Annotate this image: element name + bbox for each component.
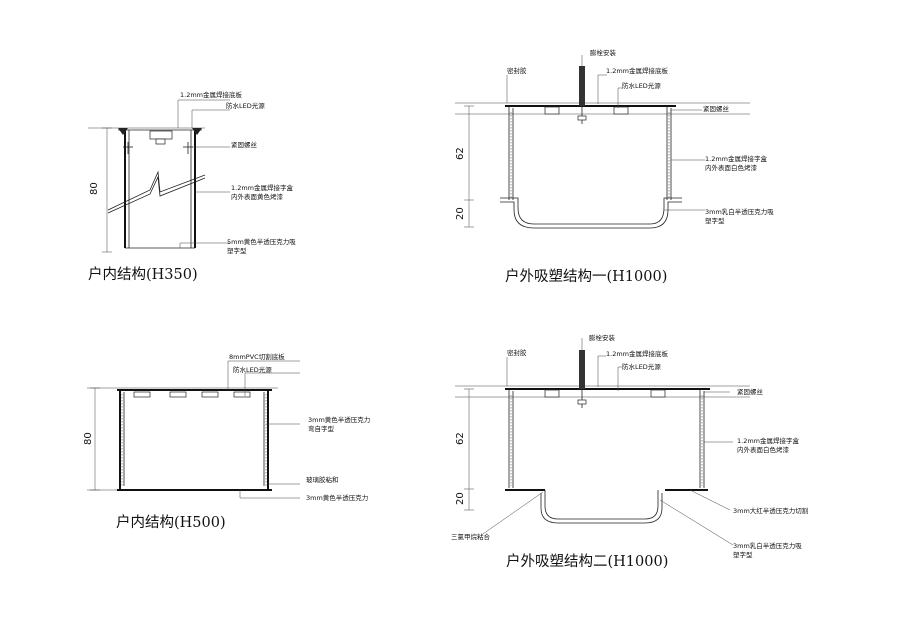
h500-led-module-2 <box>169 391 187 398</box>
h500-title: 户内结构(H500) <box>116 514 226 531</box>
h350-label-box-line2: 内外表面黄色烤漆 <box>231 192 284 201</box>
h1000b-led-2 <box>650 389 666 398</box>
h1000a-led-1 <box>544 106 560 115</box>
h500-label-acrylic-line2: 弯自字型 <box>308 424 335 433</box>
h350-label-led: 防水LED光源 <box>226 101 265 110</box>
h350-label-acrylic-line1: 5mm黄色半透压克力吸 <box>227 237 296 246</box>
h1000a-label-box-line2: 内外表面白色烤漆 <box>705 163 758 172</box>
h350-title: 户内结构(H350) <box>88 266 198 283</box>
h350-label-acrylic-line2: 塑字型 <box>227 246 247 255</box>
h350-label-screw: 紧固螺丝 <box>231 140 258 149</box>
h500-label-led: 防水LED光源 <box>233 365 272 374</box>
h1000b-label-acrylic-line2: 塑字型 <box>733 550 753 559</box>
h1000b-label-glue: 三氯甲烷粘合 <box>451 532 491 541</box>
h1000b-label-seal: 密封胶 <box>507 348 527 357</box>
h1000a-label-base-plate: 1.2mm金属焊接底板 <box>606 66 669 75</box>
h1000b-label-box-line2: 内外表面白色烤漆 <box>737 445 790 454</box>
h1000a-label-screw: 紧固螺丝 <box>703 104 730 113</box>
h1000b-label-red-acrylic: 3mm大红半透压克力切割 <box>733 506 809 515</box>
h500-led-module-4 <box>233 391 251 398</box>
h1000b-bolt <box>579 350 585 389</box>
h500-label-glue: 玻璃胶粘和 <box>306 475 339 484</box>
h1000a-dim-top: 62 <box>455 147 466 160</box>
h1000b-label-screw: 紧固螺丝 <box>737 387 764 396</box>
h1000a-title: 户外吸塑结构一(H1000) <box>505 268 667 285</box>
h1000a-label-acrylic-line1: 3mm乳白半透压克力吸 <box>705 207 774 216</box>
diagram-outdoor-h1000-type1: 62 20 膨栓安装 密封胶 1.2mm金属焊接底板 防水LED光源 紧固螺丝 … <box>455 48 774 285</box>
h1000b-label-acrylic-line1: 3mm乳白半透压克力吸 <box>733 541 802 550</box>
h1000a-label-acrylic-line2: 塑字型 <box>705 216 725 225</box>
h1000a-label-box-line1: 1.2mm金属焊接字盒 <box>705 154 768 163</box>
h1000b-dim-bottom: 20 <box>455 492 466 505</box>
h350-height-dim: 80 <box>89 182 100 195</box>
h1000a-label-bolt: 膨栓安装 <box>590 48 617 57</box>
h1000b-label-bolt: 膨栓安装 <box>589 333 616 342</box>
h1000a-label-seal: 密封胶 <box>507 66 527 75</box>
h1000b-title: 户外吸塑结构二(H1000) <box>506 553 668 570</box>
diagram-indoor-h350: 80 1.2mm金属焊接底板 防水LED光源 紧固螺丝 1.2mm金属焊接字盒 <box>88 90 296 283</box>
h1000b-dim-top: 62 <box>455 432 466 445</box>
h1000a-led-2 <box>613 106 629 115</box>
h1000b-label-base-plate: 1.2mm金属焊接底板 <box>606 349 669 358</box>
h1000a-bolt <box>579 66 585 106</box>
diagram-indoor-h500: 80 8mmPVC切割底板 防水LED光源 3mm黄色半透压克力 弯自字型 玻璃… <box>83 352 370 531</box>
h500-led-module-1 <box>133 391 151 398</box>
h1000b-led-1 <box>544 389 560 398</box>
h500-led-module-3 <box>201 391 219 398</box>
h1000a-dim-bottom: 20 <box>455 207 466 220</box>
h500-height-dim: 80 <box>83 432 94 445</box>
h350-label-box-line1: 1.2mm金属焊接字盒 <box>231 183 294 192</box>
h350-label-base-plate: 1.2mm金属焊接底板 <box>180 90 243 99</box>
h500-label-pvc: 8mmPVC切割底板 <box>229 352 285 361</box>
h1000b-label-box-line1: 1.2mm金属焊接字盒 <box>737 436 800 445</box>
h1000b-label-led: 防水LED光源 <box>622 362 661 371</box>
diagram-outdoor-h1000-type2: 62 20 膨栓安装 密封胶 1.2mm金属焊接底板 防水L <box>451 333 809 570</box>
h500-label-acrylic-line1: 3mm黄色半透压克力 <box>308 415 370 424</box>
h500-label-bottom: 3mm黄色半透压克力 <box>306 493 368 502</box>
h350-led-module <box>149 130 173 140</box>
h1000a-label-led: 防水LED光源 <box>622 81 661 90</box>
